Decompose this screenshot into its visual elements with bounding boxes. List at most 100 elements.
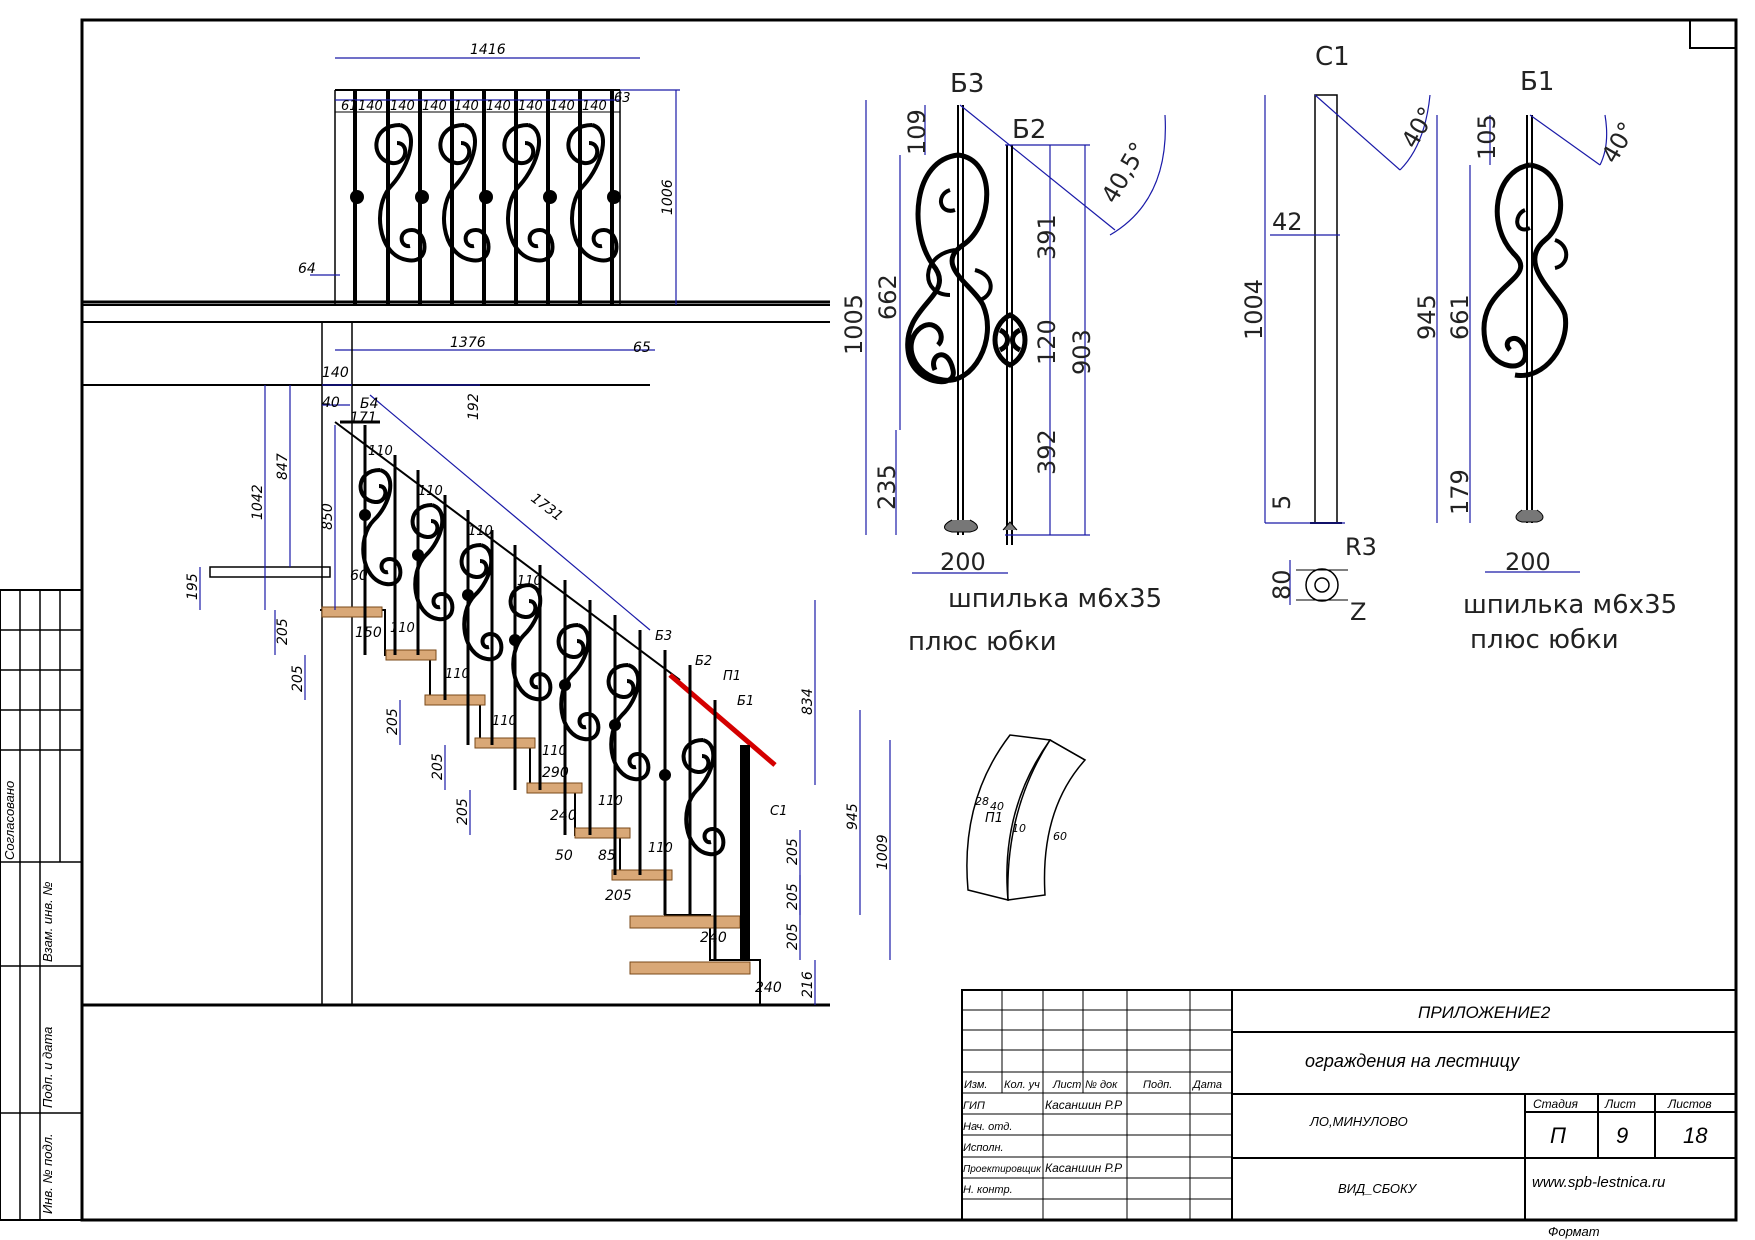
svg-text:110: 110 xyxy=(468,524,493,539)
svg-text:205: 205 xyxy=(455,798,471,825)
svg-text:42: 42 xyxy=(1272,208,1303,236)
dim-handrail-length: 1731 xyxy=(528,490,566,524)
stamp-inv: Инв. № подл. xyxy=(40,1133,55,1214)
svg-text:903: 903 xyxy=(1068,329,1096,375)
dim-base-width: 1376 xyxy=(450,335,486,351)
svg-text:662: 662 xyxy=(874,274,902,320)
svg-text:140: 140 xyxy=(582,99,607,114)
title-location: ЛО,МИНУЛОВО xyxy=(1309,1114,1408,1129)
svg-text:110: 110 xyxy=(390,621,415,636)
title-block xyxy=(961,989,1737,1221)
dim-left-offset: 64 xyxy=(298,261,316,277)
svg-text:Кол. уч: Кол. уч xyxy=(1004,1079,1040,1091)
svg-text:Нач. отд.: Нач. отд. xyxy=(963,1121,1012,1133)
handrail-section-dims: 40 28 60 10 xyxy=(975,795,1067,843)
label-b4: Б4 xyxy=(360,396,379,412)
svg-text:192: 192 xyxy=(466,393,482,420)
part-c1-drawing xyxy=(1296,94,1348,602)
svg-text:200: 200 xyxy=(940,548,986,576)
side-part-labels: Б3 Б2 П1 Б1 С1 xyxy=(655,629,787,819)
svg-text:шпилька м6х35: шпилька м6х35 xyxy=(1463,590,1677,620)
svg-text:Б2: Б2 xyxy=(695,654,712,669)
part-b3-drawing xyxy=(905,105,993,535)
svg-text:195: 195 xyxy=(185,573,201,600)
dim-top-width: 1416 xyxy=(470,42,506,58)
dim-top-height: 1006 xyxy=(660,179,676,215)
svg-text:171: 171 xyxy=(350,410,377,426)
svg-text:5: 5 xyxy=(1268,495,1296,510)
svg-text:Z: Z xyxy=(1350,598,1366,626)
svg-text:205: 205 xyxy=(785,923,801,950)
svg-text:392: 392 xyxy=(1033,429,1061,475)
svg-text:140: 140 xyxy=(422,99,447,114)
svg-text:205: 205 xyxy=(605,888,632,904)
svg-text:40°: 40° xyxy=(1396,102,1442,153)
title-headers: Изм. Кол. уч Лист № док Подп. Дата xyxy=(964,1079,1222,1091)
svg-text:С1: С1 xyxy=(770,804,787,819)
stamp-vzam: Взам. инв. № xyxy=(40,882,55,962)
svg-text:40°: 40° xyxy=(1596,117,1642,168)
part-b2-dims xyxy=(1005,144,1090,536)
svg-text:240: 240 xyxy=(755,980,782,996)
svg-text:847: 847 xyxy=(275,453,291,480)
svg-text:61: 61 xyxy=(341,99,358,114)
part-b2-title: Б2 xyxy=(1012,115,1046,145)
svg-text:60: 60 xyxy=(1053,830,1067,843)
side-dims-top: 140 40 171 192 xyxy=(322,365,482,426)
svg-text:Исполн.: Исполн. xyxy=(963,1142,1004,1154)
svg-text:40: 40 xyxy=(990,800,1004,813)
svg-text:40: 40 xyxy=(322,395,340,411)
svg-text:Касаншин Р.Р: Касаншин Р.Р xyxy=(1045,1161,1122,1175)
handrail-section-label: П1 xyxy=(985,811,1003,826)
title-subject: ограждения на лестницу xyxy=(1305,1051,1520,1071)
svg-text:Касаншин Р.Р: Касаншин Р.Р xyxy=(1045,1098,1122,1112)
svg-text:Проектировщик: Проектировщик xyxy=(963,1164,1042,1175)
svg-text:Б3: Б3 xyxy=(655,629,672,644)
svg-text:Изм.: Изм. xyxy=(964,1079,987,1091)
title-appendix: ПРИЛОЖЕНИЕ2 xyxy=(1418,1003,1551,1022)
svg-text:63: 63 xyxy=(614,91,631,106)
sheet-frame xyxy=(80,18,1738,1222)
svg-text:Б1: Б1 xyxy=(737,694,754,709)
svg-text:110: 110 xyxy=(517,574,542,589)
svg-text:110: 110 xyxy=(418,484,443,499)
baluster-spacing-labels: 110 110 110 110 110 110 110 110 110 110 xyxy=(368,444,673,856)
svg-text:205: 205 xyxy=(385,708,401,735)
svg-text:10: 10 xyxy=(1012,822,1026,835)
svg-text:R3: R3 xyxy=(1345,533,1377,561)
svg-text:Н. контр.: Н. контр. xyxy=(963,1184,1013,1196)
side-stamp xyxy=(0,589,83,1221)
part-c1-dim-labels: 1004 42 5 80 R3 Z 40° xyxy=(1240,102,1441,626)
svg-text:40,5°: 40,5° xyxy=(1096,137,1153,208)
svg-text:П: П xyxy=(1550,1123,1566,1148)
svg-text:Лист: Лист xyxy=(1052,1079,1081,1091)
svg-text:9: 9 xyxy=(1616,1123,1628,1148)
svg-text:235: 235 xyxy=(873,464,901,510)
side-view-structure xyxy=(209,322,761,1005)
svg-text:661: 661 xyxy=(1446,294,1474,340)
svg-text:150: 150 xyxy=(355,625,382,641)
svg-text:1009: 1009 xyxy=(875,834,891,870)
svg-text:110: 110 xyxy=(492,714,517,729)
svg-text:140: 140 xyxy=(518,99,543,114)
title-stage-headers: Стадия Лист Листов xyxy=(1533,1097,1712,1111)
svg-text:205: 205 xyxy=(785,838,801,865)
svg-text:Дата: Дата xyxy=(1191,1079,1222,1091)
side-dims-right: 834 945 1009 205 205 205 216 xyxy=(785,688,891,998)
top-view-railing xyxy=(82,89,830,386)
top-view-dimensions xyxy=(310,57,680,351)
svg-text:85: 85 xyxy=(598,848,616,864)
svg-text:Листов: Листов xyxy=(1667,1097,1712,1111)
svg-text:110: 110 xyxy=(542,744,567,759)
svg-text:П1: П1 xyxy=(723,669,741,684)
svg-text:Подп.: Подп. xyxy=(1143,1079,1172,1091)
svg-text:205: 205 xyxy=(430,753,446,780)
svg-text:105: 105 xyxy=(1473,114,1501,160)
side-view-dimensions xyxy=(199,384,891,1005)
svg-text:№ док: № док xyxy=(1085,1079,1118,1091)
svg-text:179: 179 xyxy=(1446,469,1474,515)
part-b2-drawing xyxy=(992,145,1028,545)
part-b2-dim-labels: 391 120 903 392 xyxy=(1033,214,1096,475)
top-spacing-labels: 61 140 140 140 140 140 140 140 140 63 xyxy=(341,91,631,114)
